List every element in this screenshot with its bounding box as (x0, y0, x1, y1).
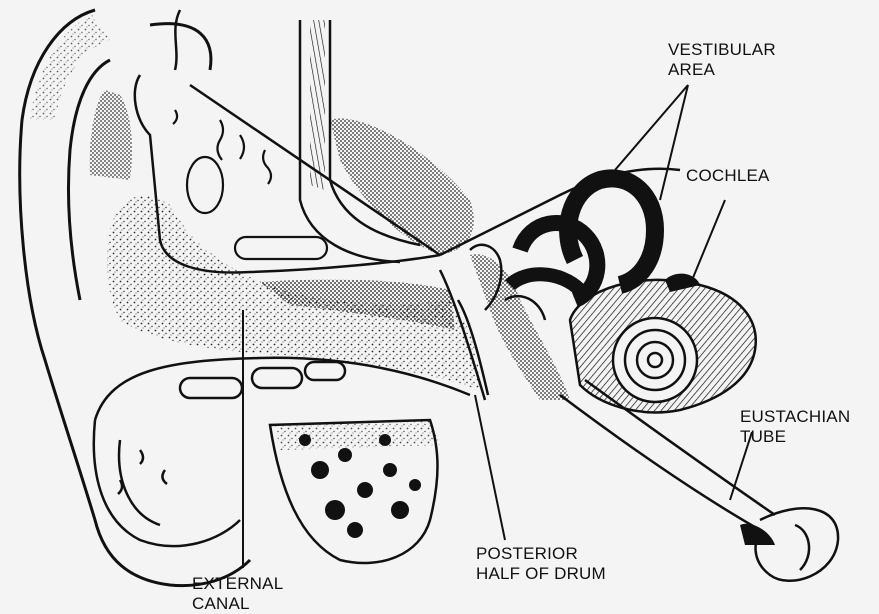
label-external-line1: External (192, 574, 283, 594)
label-eustachian-line1: Eustachian (740, 407, 850, 427)
label-vestibular-area: Vestibular area (668, 40, 776, 80)
cochlea (570, 274, 756, 413)
label-vestibular-line2: area (668, 60, 776, 80)
label-external-canal: External canal (192, 574, 283, 614)
mastoid-cavities (173, 110, 327, 259)
label-eustachian-line2: tube (740, 427, 850, 447)
lower-mass (270, 420, 440, 563)
label-eustachian-tube: Eustachian tube (740, 407, 850, 447)
external-canal-wall (94, 358, 470, 546)
label-cochlea-line1: Cochlea (686, 166, 770, 186)
label-cochlea: Cochlea (686, 166, 770, 186)
label-external-line2: canal (192, 594, 283, 614)
label-posterior-line1: Posterior (476, 544, 606, 564)
label-vestibular-line1: Vestibular (668, 40, 776, 60)
label-posterior-line2: half of drum (476, 564, 606, 584)
label-posterior-half-of-drum: Posterior half of drum (476, 544, 606, 584)
